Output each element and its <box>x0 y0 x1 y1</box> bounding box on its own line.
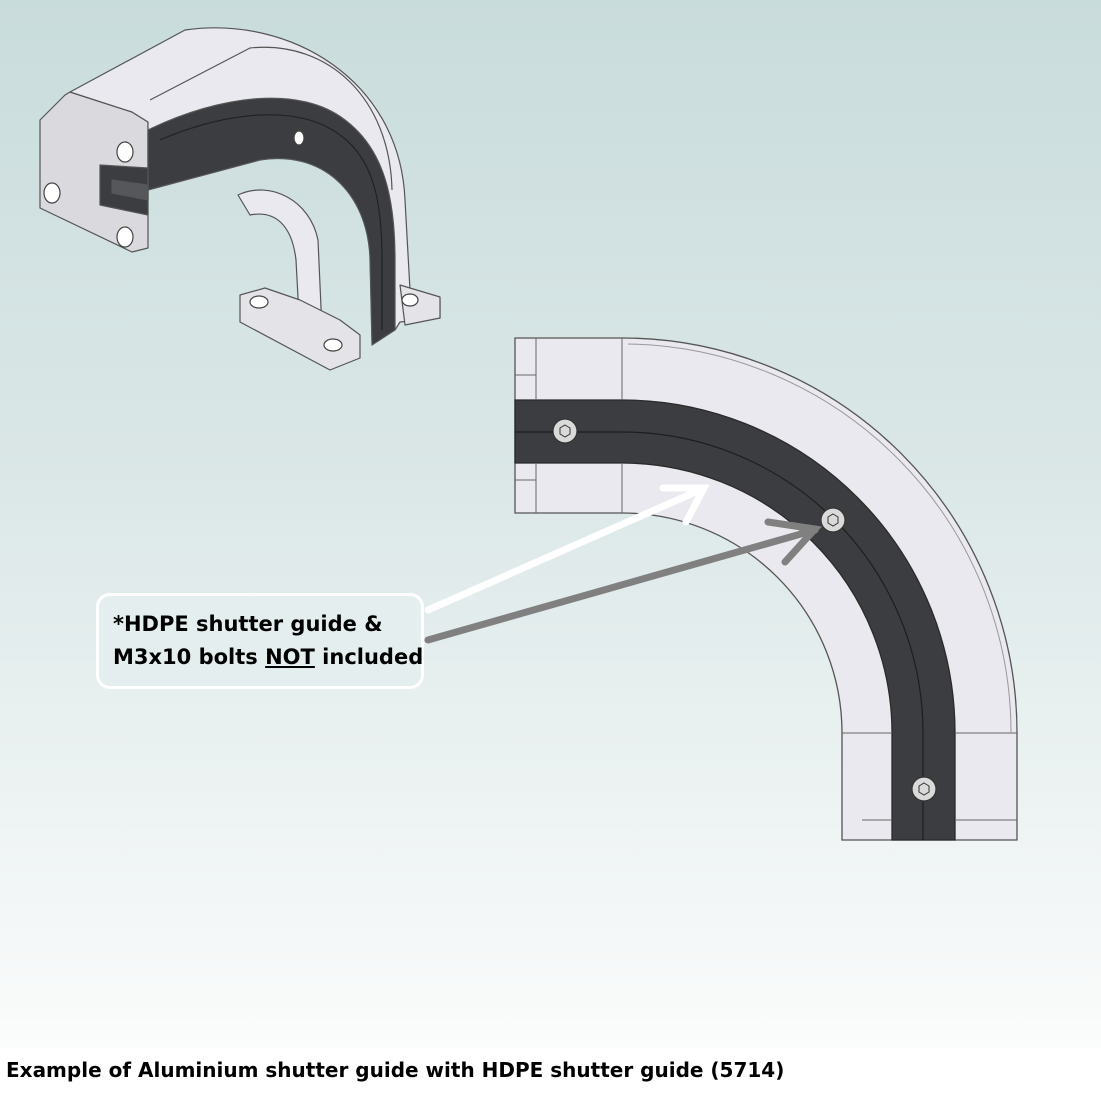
note-callout-box: *HDPE shutter guide & M3x10 bolts NOT in… <box>96 593 424 689</box>
note-line-2: M3x10 bolts NOT included <box>113 641 423 674</box>
callout-arrow-grey <box>424 518 822 644</box>
isometric-guide-view <box>39 27 441 371</box>
illustration-area: *HDPE shutter guide & M3x10 bolts NOT in… <box>0 0 1101 1048</box>
plan-bolt-heads <box>552 418 937 802</box>
note-line-2-suffix: included <box>314 645 424 669</box>
iso-hdpe-core <box>147 97 396 346</box>
callout-arrow-white <box>424 484 710 614</box>
note-line-2-prefix: M3x10 bolts <box>113 645 266 669</box>
note-not-emphasis: NOT <box>265 645 315 669</box>
iso-mounting-holes <box>43 130 419 352</box>
note-line-1: *HDPE shutter guide & <box>113 612 383 636</box>
figure-caption: Example of Aluminium shutter guide with … <box>6 1058 785 1082</box>
plan-guide-view <box>514 337 1018 841</box>
cad-drawing <box>39 27 1018 841</box>
